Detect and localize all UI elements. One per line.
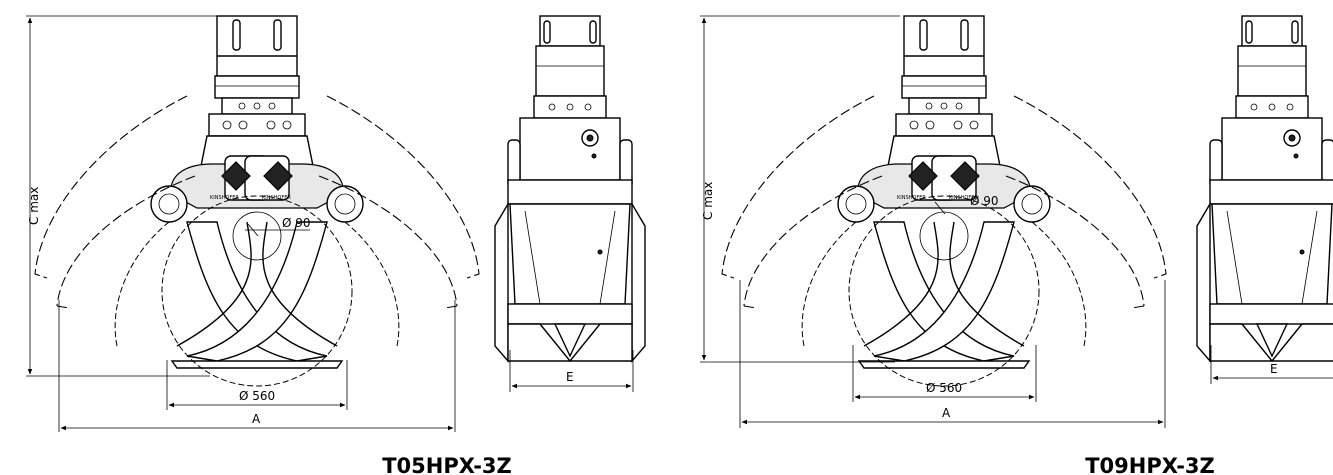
a-label: A — [942, 406, 951, 420]
dimension-e: E — [1210, 345, 1333, 384]
drawing-t09hpx-3z: C max Ø 90 Ø 560 A E KINSHOFER — [700, 15, 1333, 475]
model-caption: T09HPX-3Z — [1085, 454, 1215, 475]
drawing-t05hpx-3z: C max Ø 90 Ø 560 A E KINS — [26, 15, 646, 475]
dimension-c-max: C max — [700, 15, 900, 363]
e-label: E — [1270, 362, 1278, 376]
diameter-90-label: Ø 90 — [282, 216, 311, 230]
dimension-diameter-90: Ø 90 — [932, 194, 1000, 215]
dimension-a: A — [58, 300, 456, 432]
c-max-label: C max — [27, 187, 41, 225]
dimension-diameter-560: Ø 560 — [166, 360, 348, 410]
dimension-e: E — [509, 350, 634, 392]
grab-side-view — [494, 15, 646, 362]
dimension-a: A — [739, 280, 1166, 428]
a-label: A — [252, 412, 261, 426]
dimension-c-max: C max — [26, 15, 218, 377]
e-label: E — [566, 370, 574, 384]
dimension-diameter-90: Ø 90 — [245, 216, 311, 237]
brand-label-left: KINSHOFER — [897, 195, 926, 201]
brand-label-right: KINSHOFER — [949, 195, 978, 201]
diameter-560-label: Ø 560 — [239, 389, 275, 403]
c-max-label: C max — [701, 182, 715, 220]
diameter-90-label: Ø 90 — [970, 194, 999, 208]
brand-label-right: KINSHOFER — [262, 195, 291, 201]
grab-side-view — [1196, 15, 1333, 362]
diameter-560-label: Ø 560 — [926, 381, 962, 395]
brand-label-left: KINSHOFER — [210, 195, 239, 201]
grab-front-view — [721, 15, 1167, 387]
model-caption: T05HPX-3Z — [382, 454, 512, 475]
grab-front-view — [34, 15, 480, 387]
dimension-diameter-560: Ø 560 — [852, 345, 1037, 402]
